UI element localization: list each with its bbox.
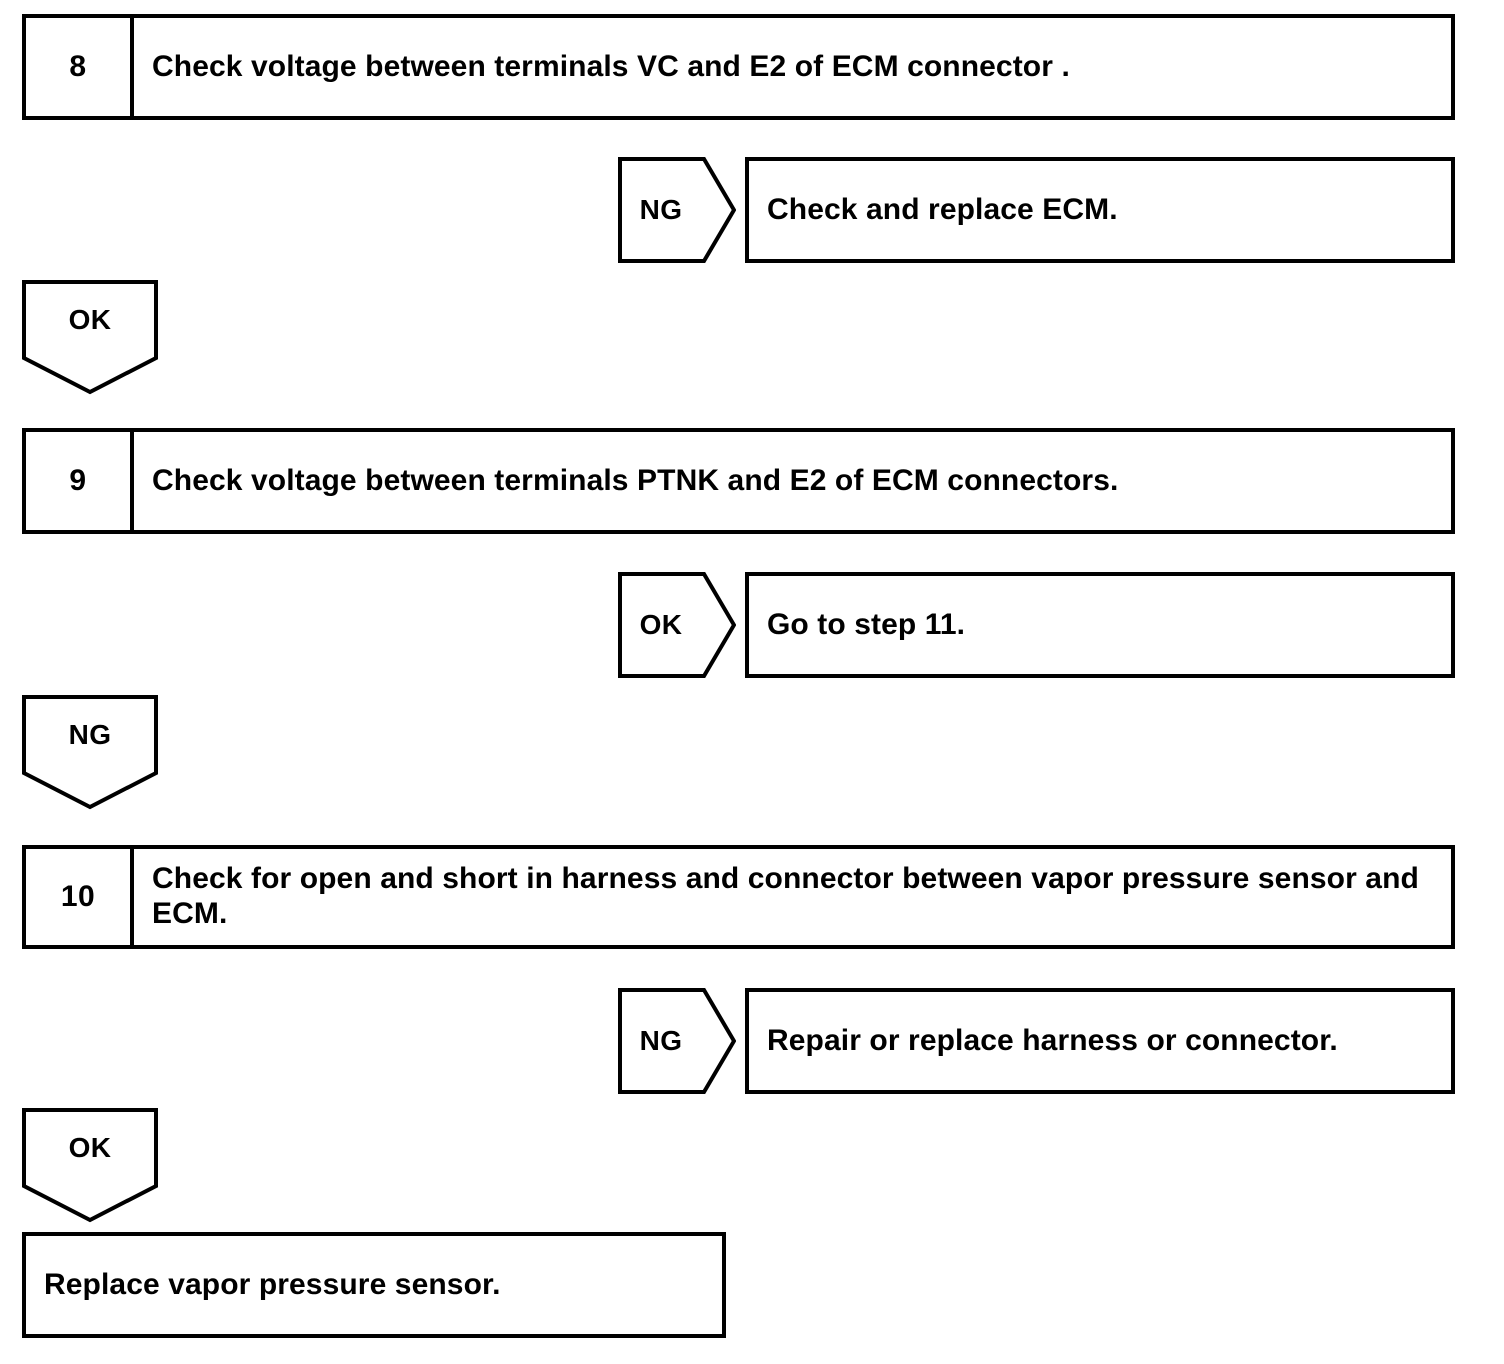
continue-label-ok-8: OK: [68, 304, 112, 335]
step-box-9: 9 Check voltage between terminals PTNK a…: [22, 428, 1455, 534]
step-text-8: Check voltage between terminals VC and E…: [152, 49, 1070, 83]
continue-arrow-ok-10: OK: [22, 1108, 158, 1223]
judgement-label-ng-10: NG: [639, 1025, 683, 1056]
judgement-arrow-ng-8: NG: [618, 157, 736, 263]
continue-arrow-ng-9: NG: [22, 695, 158, 810]
result-box-go-to-step-11: Go to step 11.: [745, 572, 1455, 678]
result-box-repair-replace-harness: Repair or replace harness or connector.: [745, 988, 1455, 1094]
judgement-arrow-ok-9: OK: [618, 572, 736, 678]
step-text-9: Check voltage between terminals PTNK and…: [152, 463, 1119, 497]
result-box-check-replace-ecm: Check and replace ECM.: [745, 157, 1455, 263]
continue-label-ok-10: OK: [68, 1132, 112, 1163]
step-number-8: 8: [26, 18, 134, 116]
step-box-10: 10 Check for open and short in harness a…: [22, 845, 1455, 949]
step-number-9: 9: [26, 432, 134, 530]
step-number-10: 10: [26, 849, 134, 945]
continue-label-ng-9: NG: [68, 719, 112, 750]
judgement-label-ok-9: OK: [639, 609, 683, 640]
conclusion-box-replace-vapor-pressure-sensor: Replace vapor pressure sensor.: [22, 1232, 726, 1338]
step-box-8: 8 Check voltage between terminals VC and…: [22, 14, 1455, 120]
step-text-10: Check for open and short in harness and …: [152, 862, 1419, 930]
judgement-label-ng-8: NG: [639, 194, 683, 225]
judgement-arrow-ng-10: NG: [618, 988, 736, 1094]
continue-arrow-ok-8: OK: [22, 280, 158, 395]
